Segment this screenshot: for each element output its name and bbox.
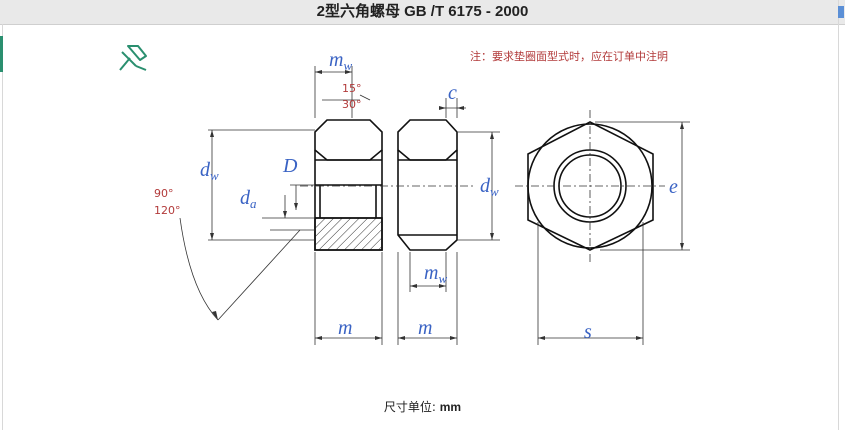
label-m-left: m <box>338 317 352 339</box>
label-s: s <box>584 321 592 343</box>
middle-upper-body <box>397 119 458 161</box>
nut-drawing: mw c dw D da dw e mw m m s 15° 30° 90° 1… <box>119 45 690 345</box>
left-upper-body <box>314 119 383 161</box>
order-note: 注：要求垫圈面型式时，应在订单中注明 <box>470 50 668 63</box>
label-mw-top: mw <box>329 49 352 73</box>
label-e: e <box>669 176 678 198</box>
page-title: 2型六角螺母 GB /T 6175 - 2000 <box>0 0 845 25</box>
label-angle-15: 15° <box>342 82 362 95</box>
label-dw-left: dw <box>200 159 219 183</box>
label-c: c <box>448 82 457 104</box>
unit-label: 尺寸单位: <box>383 400 436 414</box>
unit-line: 尺寸单位: mm <box>0 398 845 415</box>
hatched-washer-face <box>314 217 383 251</box>
label-da: da <box>240 187 257 211</box>
scroll-indicator[interactable] <box>838 6 844 18</box>
left-accent-tab <box>0 36 3 72</box>
pushpin-icon[interactable] <box>119 45 147 71</box>
left-border <box>2 24 3 430</box>
label-angle-120: 120° <box>154 204 181 217</box>
label-m-middle: m <box>418 317 432 339</box>
right-border <box>838 0 839 430</box>
middle-lower-body <box>397 150 458 251</box>
label-D: D <box>282 155 298 177</box>
label-angle-90: 90° <box>154 187 174 200</box>
unit-value: mm <box>439 400 462 414</box>
label-mw-bottom: mw <box>424 262 447 286</box>
label-angle-30: 30° <box>342 98 362 111</box>
label-dw-middle: dw <box>480 175 499 199</box>
